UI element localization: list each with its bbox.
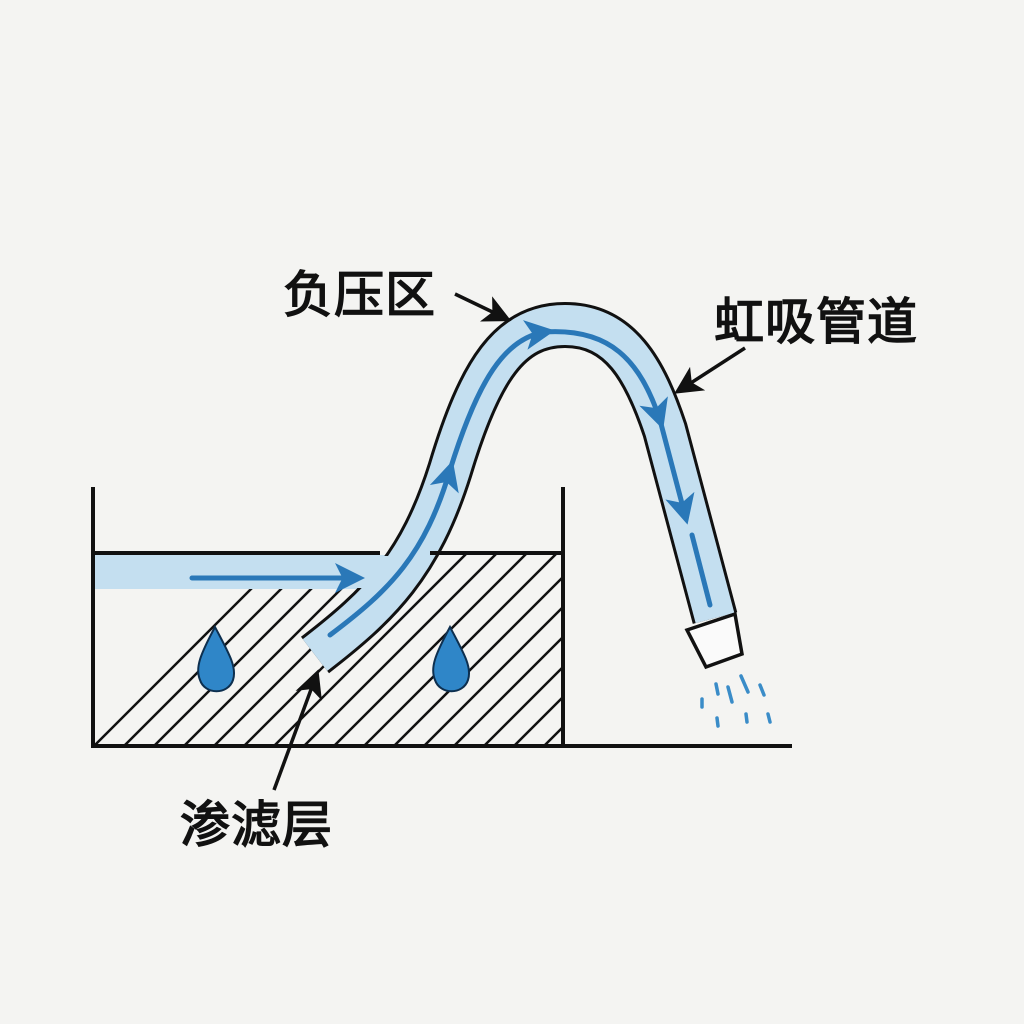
hatch-line — [814, 546, 1014, 746]
hatch-line — [274, 554, 468, 744]
pipe-nozzle — [684, 611, 744, 670]
hatch-line — [874, 546, 1024, 746]
water-spray — [700, 674, 772, 728]
label-negative-pressure-zone: 负压区 — [283, 266, 436, 324]
water-drop-icon — [432, 624, 470, 693]
hatch-line — [334, 554, 528, 744]
hatch-line — [304, 554, 498, 744]
siphon-pipe — [94, 301, 738, 674]
hatch-line — [484, 666, 562, 744]
flow-arrows — [189, 320, 713, 638]
hatch-line — [754, 546, 954, 746]
hatch-line — [514, 696, 562, 744]
water-drop-icon — [197, 624, 235, 693]
hatch-line — [424, 606, 562, 744]
tank — [91, 487, 792, 748]
hatch-line — [394, 576, 562, 744]
hatch-line — [454, 636, 562, 744]
hatch-line — [844, 546, 1024, 746]
hatch-line — [574, 546, 774, 746]
hatch-line — [724, 546, 924, 746]
hatch-line — [364, 554, 558, 744]
leader-arrows — [272, 292, 746, 791]
hatch-line — [784, 546, 984, 746]
label-filter-layer: 渗滤层 — [180, 796, 333, 854]
label-siphon-pipe: 虹吸管道 — [714, 293, 918, 351]
